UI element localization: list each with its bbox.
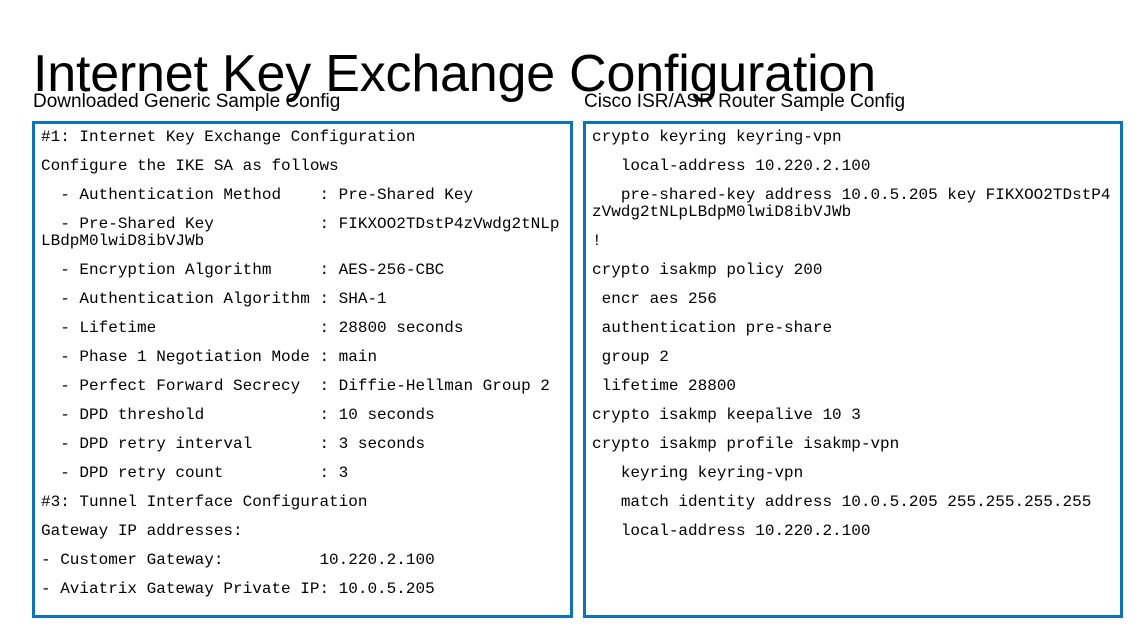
generic-config-line: - Aviatrix Gateway Private IP: 10.0.5.20… xyxy=(41,580,435,598)
generic-config-line: - Perfect Forward Secrecy : Diffie-Hellm… xyxy=(41,377,550,395)
generic-config-line: - Customer Gateway: 10.220.2.100 xyxy=(41,551,435,569)
cisco-config-line: crypto isakmp keepalive 10 3 xyxy=(592,406,861,424)
cisco-sample-config-panel: crypto keyring keyring-vpn local-address… xyxy=(583,121,1123,618)
generic-config-line: - DPD retry interval : 3 seconds xyxy=(41,435,426,453)
cisco-config-line: keyring keyring-vpn xyxy=(592,464,804,482)
cisco-config-line: match identity address 10.0.5.205 255.25… xyxy=(592,493,1092,511)
cisco-config-line: encr aes 256 xyxy=(592,290,717,308)
generic-config-line: #3: Tunnel Interface Configuration xyxy=(41,493,368,511)
cisco-config-line: pre-shared-key address 10.0.5.205 key FI… xyxy=(592,186,1111,221)
cisco-config-line: authentication pre-share xyxy=(592,319,833,337)
cisco-config-line: local-address 10.220.2.100 xyxy=(592,157,871,175)
generic-config-line: - Pre-Shared Key : FIKXOO2TDstP4zVwdg2tN… xyxy=(41,215,560,250)
cisco-config-line: crypto keyring keyring-vpn xyxy=(592,128,842,146)
cisco-sample-config-code: crypto keyring keyring-vpn local-address… xyxy=(592,129,1114,540)
generic-config-line: - Phase 1 Negotiation Mode : main xyxy=(41,348,378,366)
generic-config-line: - Authentication Algorithm : SHA-1 xyxy=(41,290,387,308)
generic-config-line: - Lifetime : 28800 seconds xyxy=(41,319,464,337)
generic-config-line: #1: Internet Key Exchange Configuration xyxy=(41,128,416,146)
generic-config-line: Configure the IKE SA as follows xyxy=(41,157,339,175)
cisco-config-line: group 2 xyxy=(592,348,669,366)
right-column-header: Cisco ISR/ASR Router Sample Config xyxy=(584,91,906,112)
cisco-config-line: local-address 10.220.2.100 xyxy=(592,522,871,540)
cisco-config-line: ! xyxy=(592,232,602,250)
generic-config-line: Gateway IP addresses: xyxy=(41,522,243,540)
cisco-config-line: crypto isakmp profile isakmp-vpn xyxy=(592,435,900,453)
generic-config-line: - DPD threshold : 10 seconds xyxy=(41,406,435,424)
cisco-config-line: lifetime 28800 xyxy=(592,377,737,395)
cisco-config-line: crypto isakmp policy 200 xyxy=(592,261,823,279)
page-title: Internet Key Exchange Configuration xyxy=(33,44,876,103)
generic-config-line: - DPD retry count : 3 xyxy=(41,464,349,482)
generic-config-line: - Authentication Method : Pre-Shared Key xyxy=(41,186,474,204)
generic-config-line: - Encryption Algorithm : AES-256-CBC xyxy=(41,261,445,279)
left-column-header: Downloaded Generic Sample Config xyxy=(33,91,341,112)
